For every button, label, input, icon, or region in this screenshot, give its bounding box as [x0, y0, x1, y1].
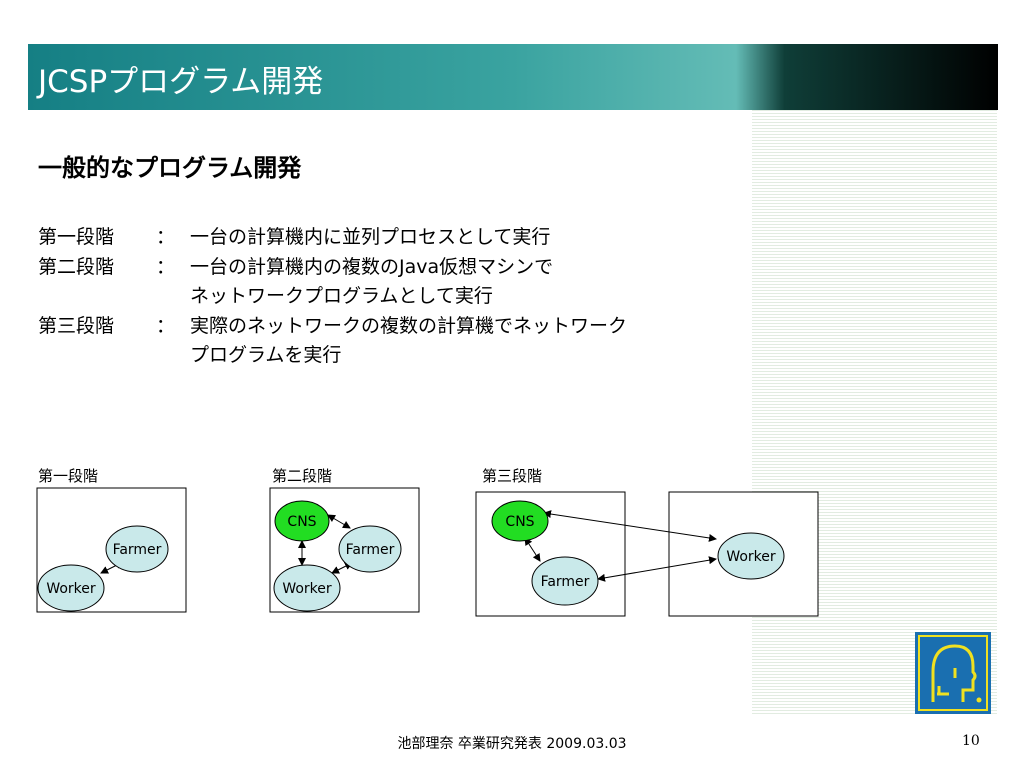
farmer-node-label: Farmer — [346, 542, 395, 558]
stage-line: 第一段階 ： 一台の計算機内に並列プロセスとして実行 — [38, 223, 627, 253]
farmer-node-label: Farmer — [541, 574, 590, 590]
page-number: 10 — [962, 733, 980, 749]
diagram-label-stage-2: 第二段階 — [272, 467, 333, 485]
stage-3-link-cns-worker — [543, 510, 717, 542]
farmer-node — [531, 556, 599, 606]
stage-description: 第一段階 ： 一台の計算機内に並列プロセスとして実行 第二段階 ： 一台の計算機… — [38, 223, 627, 371]
worker-node-label: Worker — [282, 581, 332, 597]
farmer-node — [105, 525, 169, 573]
farmer-node — [338, 525, 402, 573]
stage-label: 第二段階 — [38, 255, 115, 278]
stage-text: 一台の計算機内に並列プロセスとして実行 — [190, 226, 551, 248]
diagram-label-stage-1: 第一段階 — [38, 467, 99, 485]
worker-node — [273, 564, 341, 612]
stage-3-link-cns-farmer — [524, 537, 541, 562]
stage-colon: ： — [156, 314, 176, 337]
cns-node-label: CNS — [287, 514, 316, 530]
stage-line: 第三段階 ： 実際のネットワークの複数の計算機でネットワーク — [38, 312, 627, 342]
worker-node — [37, 564, 105, 612]
logo-icon — [915, 632, 991, 714]
farmer-node-label: Farmer — [113, 542, 162, 558]
stage-text: ネットワークプログラムとして実行 — [190, 285, 493, 307]
footer-text: 池部理奈 卒業研究発表 2009.03.03 — [397, 736, 627, 752]
cns-node — [491, 500, 549, 542]
cns-node — [274, 500, 330, 542]
stage-line: 第二段階 ： 一台の計算機内の複数のJava仮想マシンで — [38, 253, 627, 283]
title-bar: JCSPプログラム開発 — [28, 44, 998, 110]
stage-colon: ： — [156, 255, 176, 278]
slide-title: JCSPプログラム開発 — [38, 64, 324, 100]
stage-line-continued: プログラムを実行 — [38, 341, 627, 371]
stage-colon: ： — [156, 226, 176, 248]
stage-label: 第三段階 — [38, 314, 115, 337]
stage-text: 実際のネットワークの複数の計算機でネットワーク — [190, 314, 628, 337]
diagram-label-stage-3: 第三段階 — [482, 467, 543, 485]
stage-3-link-farmer-worker — [597, 556, 717, 582]
stage-2-link-cns-farmer — [327, 514, 351, 529]
stage-text: 一台の計算機内の複数のJava仮想マシンで — [190, 255, 554, 278]
worker-node — [717, 532, 785, 580]
stage-line-continued: ネットワークプログラムとして実行 — [38, 282, 627, 312]
stage-text: プログラムを実行 — [190, 344, 342, 366]
stage-label: 第一段階 — [38, 226, 115, 248]
cns-node-label: CNS — [505, 514, 534, 530]
slide-heading: 一般的なプログラム開発 — [38, 154, 302, 182]
worker-node-label: Worker — [726, 549, 776, 565]
worker-node-label: Worker — [46, 581, 96, 597]
